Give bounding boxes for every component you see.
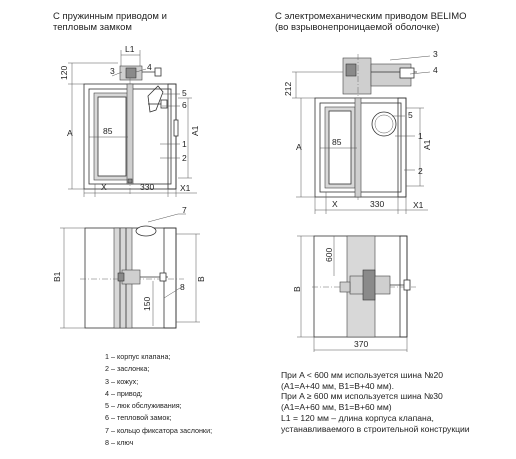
legend-item: 5 – люк обслуживания; xyxy=(105,401,182,411)
right-callout-5: 5 xyxy=(408,110,413,120)
right-callout-2: 2 xyxy=(418,166,423,176)
legend-item: 2 – заслонка; xyxy=(105,364,150,374)
right-dim-85: 85 xyxy=(332,137,342,147)
legend-item: 6 – тепловой замок; xyxy=(105,413,172,423)
note-line: При A ≥ 600 мм используется шина №30 xyxy=(281,391,443,402)
legend-item: 1 – корпус клапана; xyxy=(105,352,171,361)
left-callout-4: 4 xyxy=(147,62,152,72)
left-title-line1: С пружинным приводом и xyxy=(53,11,167,22)
left-dim-b: B xyxy=(196,276,206,282)
legend-item: 4 – привод; xyxy=(105,388,143,398)
right-title-line2: (во взрывонепроницаемой оболочке) xyxy=(275,22,439,33)
left-callout-5: 5 xyxy=(182,88,187,98)
legend-item: 8 – ключ xyxy=(105,438,134,448)
left-dim-120: 120 xyxy=(59,66,69,80)
right-side-view: 600 B 370 xyxy=(292,235,416,352)
left-callout-2: 2 xyxy=(182,153,187,163)
right-dim-a: A xyxy=(296,142,302,152)
right-dim-330: 330 xyxy=(370,199,384,209)
notes: При A < 600 мм используется шина №20 (A1… xyxy=(281,370,470,434)
right-dim-x1: X1 xyxy=(413,200,424,210)
note-line: L1 = 120 мм – длина корпуса клапана, xyxy=(281,412,434,423)
left-dim-a: A xyxy=(67,128,73,138)
right-dim-x: X xyxy=(332,199,338,209)
note-line: устанавливаемого в строительной конструк… xyxy=(281,423,470,434)
note-line: (A1=A+40 мм, B1=B+40 мм). xyxy=(281,380,394,391)
legend: 1 – корпус клапана; 2 – заслонка; 3 – ко… xyxy=(105,351,212,449)
right-front-view: С электромеханическим приводом BELIMO (в… xyxy=(275,11,467,214)
left-callout-1: 1 xyxy=(182,139,187,149)
left-dim-l1: L1 xyxy=(125,44,135,54)
right-dim-b: B xyxy=(292,286,302,292)
left-callout-6: 6 xyxy=(182,100,187,110)
left-dim-85: 85 xyxy=(103,126,113,136)
note-line: (A1=A+60 мм, B1=B+60 мм) xyxy=(281,402,392,413)
left-callout-3: 3 xyxy=(110,66,115,76)
note-line: При A < 600 мм используется шина №20 xyxy=(281,370,444,380)
right-dim-a1: A1 xyxy=(422,139,432,150)
left-dim-x: X xyxy=(101,182,107,192)
right-dim-600: 600 xyxy=(324,248,334,262)
left-dim-150: 150 xyxy=(142,297,152,311)
right-title-line1: С электромеханическим приводом BELIMO xyxy=(275,11,467,22)
left-callout-7: 7 xyxy=(182,205,187,215)
left-front-view: С пружинным приводом и тепловым замком L… xyxy=(53,11,200,197)
legend-item: 3 – кожух; xyxy=(105,376,139,386)
left-side-view: 7 B1 B 150 8 xyxy=(52,205,206,329)
right-dim-370: 370 xyxy=(354,339,368,349)
left-dim-b1: B1 xyxy=(52,271,62,282)
left-dim-330: 330 xyxy=(140,182,154,192)
right-callout-3: 3 xyxy=(433,49,438,59)
left-dim-a1: A1 xyxy=(190,125,200,136)
left-title-line2: тепловым замком xyxy=(53,22,132,33)
left-dim-x1: X1 xyxy=(180,183,191,193)
legend-item: 7 – кольцо фиксатора заслонки; xyxy=(105,425,213,435)
right-callout-4: 4 xyxy=(433,65,438,75)
right-dim-212: 212 xyxy=(283,82,293,96)
right-callout-1: 1 xyxy=(418,131,423,141)
left-callout-8: 8 xyxy=(180,282,185,292)
